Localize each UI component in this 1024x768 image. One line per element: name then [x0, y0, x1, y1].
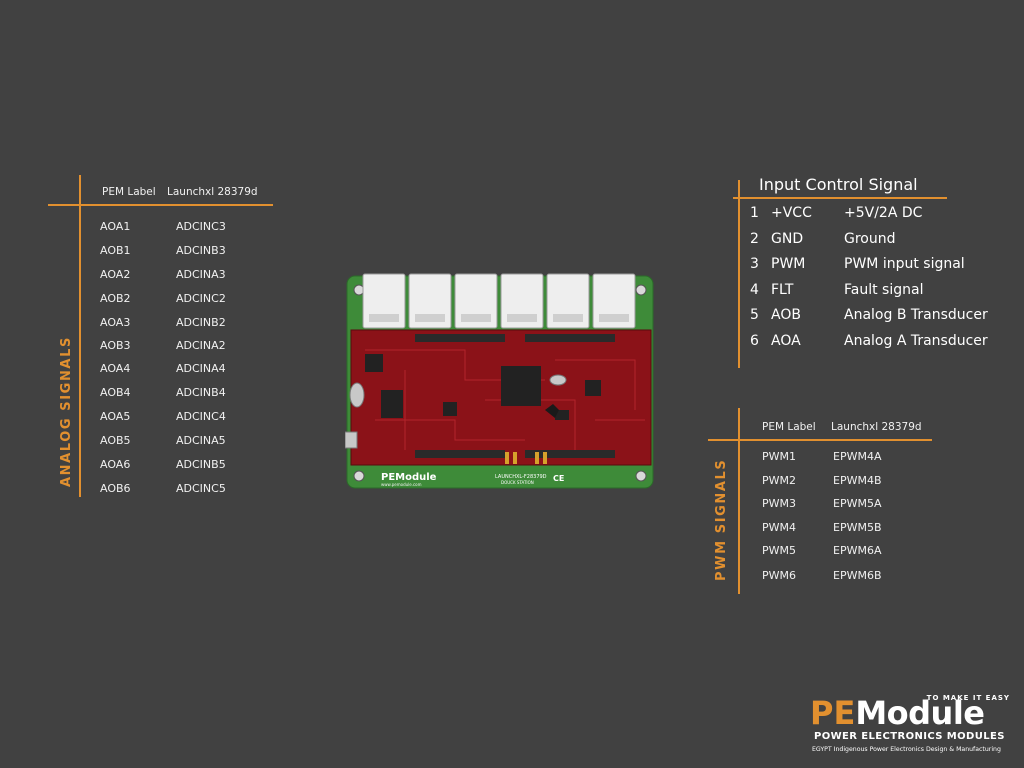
pwm-launch-label: EPWM5A	[833, 497, 882, 510]
analog-pem-label: AOA1	[100, 220, 131, 233]
analog-col-launch-label: Launchxl 28379d	[167, 186, 258, 198]
analog-launch-label: ADCINC3	[176, 220, 226, 233]
analog-pem-label: AOA3	[100, 316, 131, 329]
pwm-pem-label: PWM2	[762, 474, 796, 487]
pwm-vertical-line	[738, 408, 740, 594]
analog-pem-label: AOA4	[100, 362, 131, 375]
analog-pem-label: AOB3	[100, 339, 131, 352]
pwm-pem-label: PWM4	[762, 521, 796, 534]
analog-pem-label: AOB5	[100, 434, 131, 447]
input-control-num: 6	[750, 333, 759, 349]
pwm-launch-label: EPWM6A	[833, 544, 882, 557]
launchxl-board-image: PEModule www.pemodule.com LAUNCHXL-F2837…	[344, 270, 655, 490]
pwm-launch-label: EPWM4B	[833, 474, 882, 487]
pwm-pem-label: PWM1	[762, 450, 796, 463]
input-control-sig: FLT	[771, 282, 794, 298]
input-control-sig: PWM	[771, 256, 806, 272]
pwm-col-launch-label: Launchxl 28379d	[831, 421, 922, 433]
pwm-pem-label: PWM3	[762, 497, 796, 510]
input-control-desc: PWM input signal	[844, 256, 965, 272]
input-control-desc: +5V/2A DC	[844, 205, 923, 221]
input-control-desc: Ground	[844, 231, 896, 247]
input-control-title: Input Control Signal	[759, 175, 918, 194]
logo-tagline: TO MAKE IT EASY	[926, 694, 1010, 702]
input-control-num: 1	[750, 205, 759, 221]
analog-launch-label: ADCINC2	[176, 292, 226, 305]
input-control-num: 2	[750, 231, 759, 247]
analog-launch-label: ADCINA5	[176, 434, 226, 447]
analog-pem-label: AOA2	[100, 268, 131, 281]
logo-subtitle: POWER ELECTRONICS MODULES	[814, 731, 1005, 742]
analog-pem-label: AOA5	[100, 410, 131, 423]
analog-col-pem-label: PEM Label	[102, 186, 156, 198]
analog-signals-title: ANALOG SIGNALS	[59, 336, 74, 487]
board-ce-mark: CE	[553, 474, 564, 483]
logo-caption: EGYPT Indigenous Power Electronics Desig…	[812, 746, 1001, 753]
input-control-sig: +VCC	[771, 205, 812, 221]
board-url: www.pemodule.com	[381, 482, 422, 487]
analog-pem-label: AOB4	[100, 386, 131, 399]
analog-launch-label: ADCINB4	[176, 386, 226, 399]
pwm-signals-title: PWM SIGNALS	[714, 458, 729, 581]
input-control-sig: AOB	[771, 307, 801, 323]
pwm-launch-label: EPWM4A	[833, 450, 882, 463]
analog-pem-label: AOB6	[100, 482, 131, 495]
analog-launch-label: ADCINA2	[176, 339, 226, 352]
input-control-vertical-line	[738, 180, 740, 368]
pwm-launch-label: EPWM6B	[833, 569, 882, 582]
analog-header-line	[48, 204, 273, 206]
pwm-pem-label: PWM5	[762, 544, 796, 557]
logo-pe: PE	[810, 694, 856, 732]
analog-pem-label: AOB2	[100, 292, 131, 305]
input-control-num: 5	[750, 307, 759, 323]
pwm-pem-label: PWM6	[762, 569, 796, 582]
analog-launch-label: ADCINC4	[176, 410, 226, 423]
analog-pem-label: AOB1	[100, 244, 131, 257]
input-control-desc: Analog B Transducer	[844, 307, 988, 323]
board-brand: PEModule	[381, 472, 437, 483]
analog-pem-label: AOA6	[100, 458, 131, 471]
logo-wordmark: PEModule	[810, 696, 985, 730]
pwm-header-line	[708, 439, 932, 441]
analog-launch-label: ADCINA3	[176, 268, 226, 281]
analog-vertical-line	[79, 175, 81, 497]
analog-launch-label: ADCINB5	[176, 458, 226, 471]
analog-launch-label: ADCINB2	[176, 316, 226, 329]
logo-module: Module	[855, 694, 985, 732]
input-control-num: 3	[750, 256, 759, 272]
analog-launch-label: ADCINC5	[176, 482, 226, 495]
input-control-desc: Analog A Transducer	[844, 333, 988, 349]
analog-launch-label: ADCINB3	[176, 244, 226, 257]
pemodule-logo: TO MAKE IT EASY PEModule POWER ELECTRONI…	[806, 694, 1016, 758]
input-control-desc: Fault signal	[844, 282, 924, 298]
pwm-launch-label: EPWM5B	[833, 521, 882, 534]
input-control-sig: GND	[771, 231, 804, 247]
input-control-header-line	[733, 197, 947, 199]
input-control-num: 4	[750, 282, 759, 298]
pwm-col-pem-label: PEM Label	[762, 421, 816, 433]
analog-launch-label: ADCINA4	[176, 362, 226, 375]
board-station: DOUCK STATION	[501, 480, 534, 485]
input-control-sig: AOA	[771, 333, 801, 349]
board-model: LAUNCHXL-F28379D	[495, 474, 547, 480]
